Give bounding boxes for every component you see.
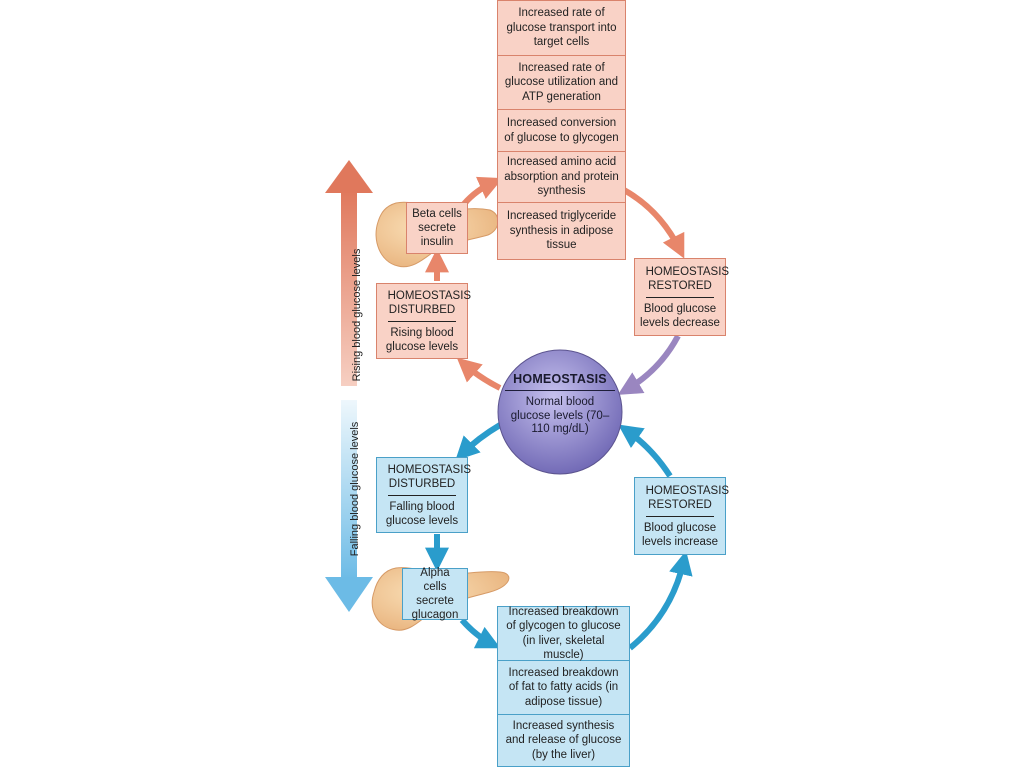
homeostasis-circle (497, 349, 623, 475)
rising-disturbed-body: Rising blood glucose levels (385, 326, 459, 353)
falling-effects-stack: Increased breakdown of glycogen to gluco… (497, 606, 630, 767)
falling-restored-body: Blood glucose levels increase (641, 521, 719, 548)
falling-effect-item: Increased breakdown of fat to fatty acid… (498, 661, 629, 715)
homeostasis-body: Normal blood glucose levels (70–110 mg/d… (510, 396, 610, 435)
beta-cells-label: Beta cells secrete insulin (412, 208, 462, 248)
arrow-falling-restored-to-homeostasis (618, 424, 673, 478)
homeostasis-text: HOMEOSTASIS Normal blood glucose levels … (505, 372, 615, 437)
falling-disturbed-heading: HOMEOSTASIS DISTURBED (387, 463, 471, 496)
rising-effect-item: Increased conversion of glucose to glyco… (498, 110, 625, 152)
falling-disturbed-body: Falling blood glucose levels (385, 500, 459, 527)
arrow-effects-to-restored (622, 187, 685, 259)
rising-side-label: Rising blood glucose levels (351, 248, 363, 382)
rising-effect-item: Increased triglyceride synthesis in adip… (506, 210, 617, 252)
falling-effect-item: Increased synthesis and release of gluco… (505, 719, 622, 761)
falling-restored-box: HOMEOSTASIS RESTORED Blood glucose level… (634, 477, 729, 555)
rising-effects-stack: Increased rate of glucose transport into… (497, 0, 626, 260)
alpha-cells-label: Alpha cells secrete glucagon (411, 567, 459, 621)
arrow-alpha-to-effects (459, 618, 501, 649)
rising-effect-item: Increased amino acid absorption and prot… (498, 152, 625, 203)
rising-restored-heading: HOMEOSTASIS RESTORED (645, 265, 729, 298)
rising-restored-body: Blood glucose levels decrease (640, 302, 720, 329)
rising-beta-cells-box: Beta cells secrete insulin (406, 202, 468, 254)
falling-side-arrow (325, 400, 373, 612)
arrow-homeostasis-to-falling-disturbed (455, 422, 502, 461)
falling-effect-item: Increased breakdown of glycogen to gluco… (498, 606, 629, 661)
arrow-beta-to-effects (461, 176, 503, 206)
arrow-restored-to-homeostasis (617, 334, 681, 395)
falling-disturbed-box: HOMEOSTASIS DISTURBED Falling blood gluc… (376, 457, 471, 533)
rising-disturbed-box: HOMEOSTASIS DISTURBED Rising blood gluco… (376, 283, 471, 359)
falling-restored-heading: HOMEOSTASIS RESTORED (645, 484, 729, 517)
rising-effect-item: Increased rate of glucose transport into… (498, 1, 625, 56)
arrow-homeostasis-to-rising-disturbed (456, 357, 502, 391)
arrow-effects-to-falling-restored (628, 550, 693, 651)
rising-side-arrow (325, 160, 373, 386)
rising-restored-box: HOMEOSTASIS RESTORED Blood glucose level… (634, 258, 729, 336)
falling-side-label: Falling blood glucose levels (349, 421, 361, 557)
homeostasis-title: HOMEOSTASIS (505, 372, 615, 391)
rising-effect-item: Increased rate of glucose utilization an… (498, 56, 625, 110)
rising-disturbed-heading: HOMEOSTASIS DISTURBED (387, 289, 471, 322)
falling-alpha-cells-box: Alpha cells secrete glucagon (402, 567, 468, 621)
